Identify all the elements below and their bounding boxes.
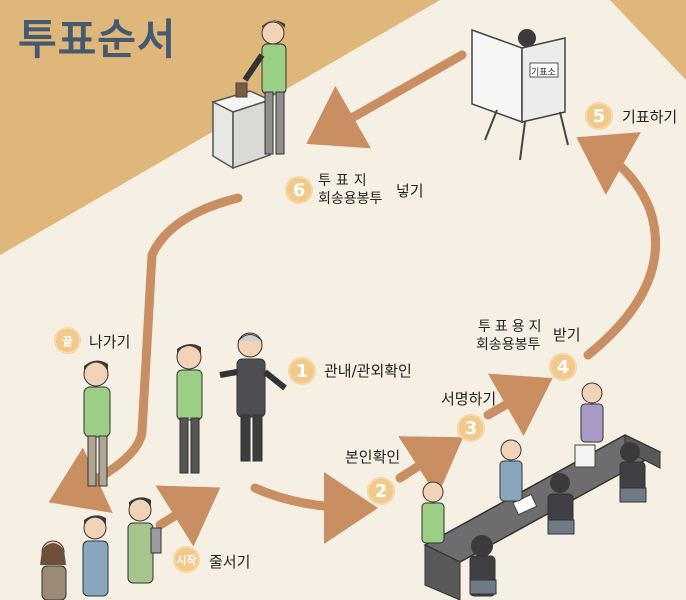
queue-people bbox=[40, 497, 161, 600]
arrow-start-to-1 bbox=[160, 497, 205, 525]
step6-suffix: 넣기 bbox=[396, 180, 424, 201]
step6-line1: 투표지 bbox=[318, 172, 372, 190]
step6-badge: 6 bbox=[285, 176, 313, 204]
step6-line2: 회송용봉투 bbox=[318, 190, 382, 208]
step1-badge: 1 bbox=[288, 357, 316, 385]
arrow-2-to-3 bbox=[400, 447, 448, 478]
voter-step1 bbox=[177, 344, 202, 473]
start-label: 줄서기 bbox=[209, 551, 250, 572]
step4-badge: 4 bbox=[549, 353, 577, 381]
tan-wedge-top-right bbox=[610, 0, 686, 80]
start-badge: 시작 bbox=[173, 546, 200, 573]
voting-booth bbox=[472, 29, 568, 160]
exiting-voter bbox=[84, 360, 110, 486]
arrow-1-to-2 bbox=[255, 488, 360, 508]
step1-label: 관내/관외확인 bbox=[324, 360, 412, 381]
step4-line2: 회송용봉투 bbox=[476, 336, 540, 354]
arrow-4-to-5 bbox=[588, 146, 656, 355]
arrow-5-to-6 bbox=[322, 55, 462, 135]
step2-label: 본인확인 bbox=[345, 446, 400, 467]
step5-label: 기표하기 bbox=[622, 106, 677, 127]
booth-sign: 기표소 bbox=[531, 65, 556, 78]
step2-badge: 2 bbox=[367, 477, 395, 505]
step5-badge: 5 bbox=[585, 102, 613, 130]
official-step1 bbox=[220, 333, 285, 461]
step3-badge: 3 bbox=[457, 414, 485, 442]
end-label: 나가기 bbox=[89, 331, 130, 352]
step4-suffix: 받기 bbox=[553, 324, 581, 345]
step3-label: 서명하기 bbox=[441, 388, 496, 409]
end-badge: 끝 bbox=[54, 327, 81, 354]
step4-line1: 투표용지 bbox=[478, 318, 546, 336]
page-title: 투표순서 bbox=[18, 6, 177, 67]
